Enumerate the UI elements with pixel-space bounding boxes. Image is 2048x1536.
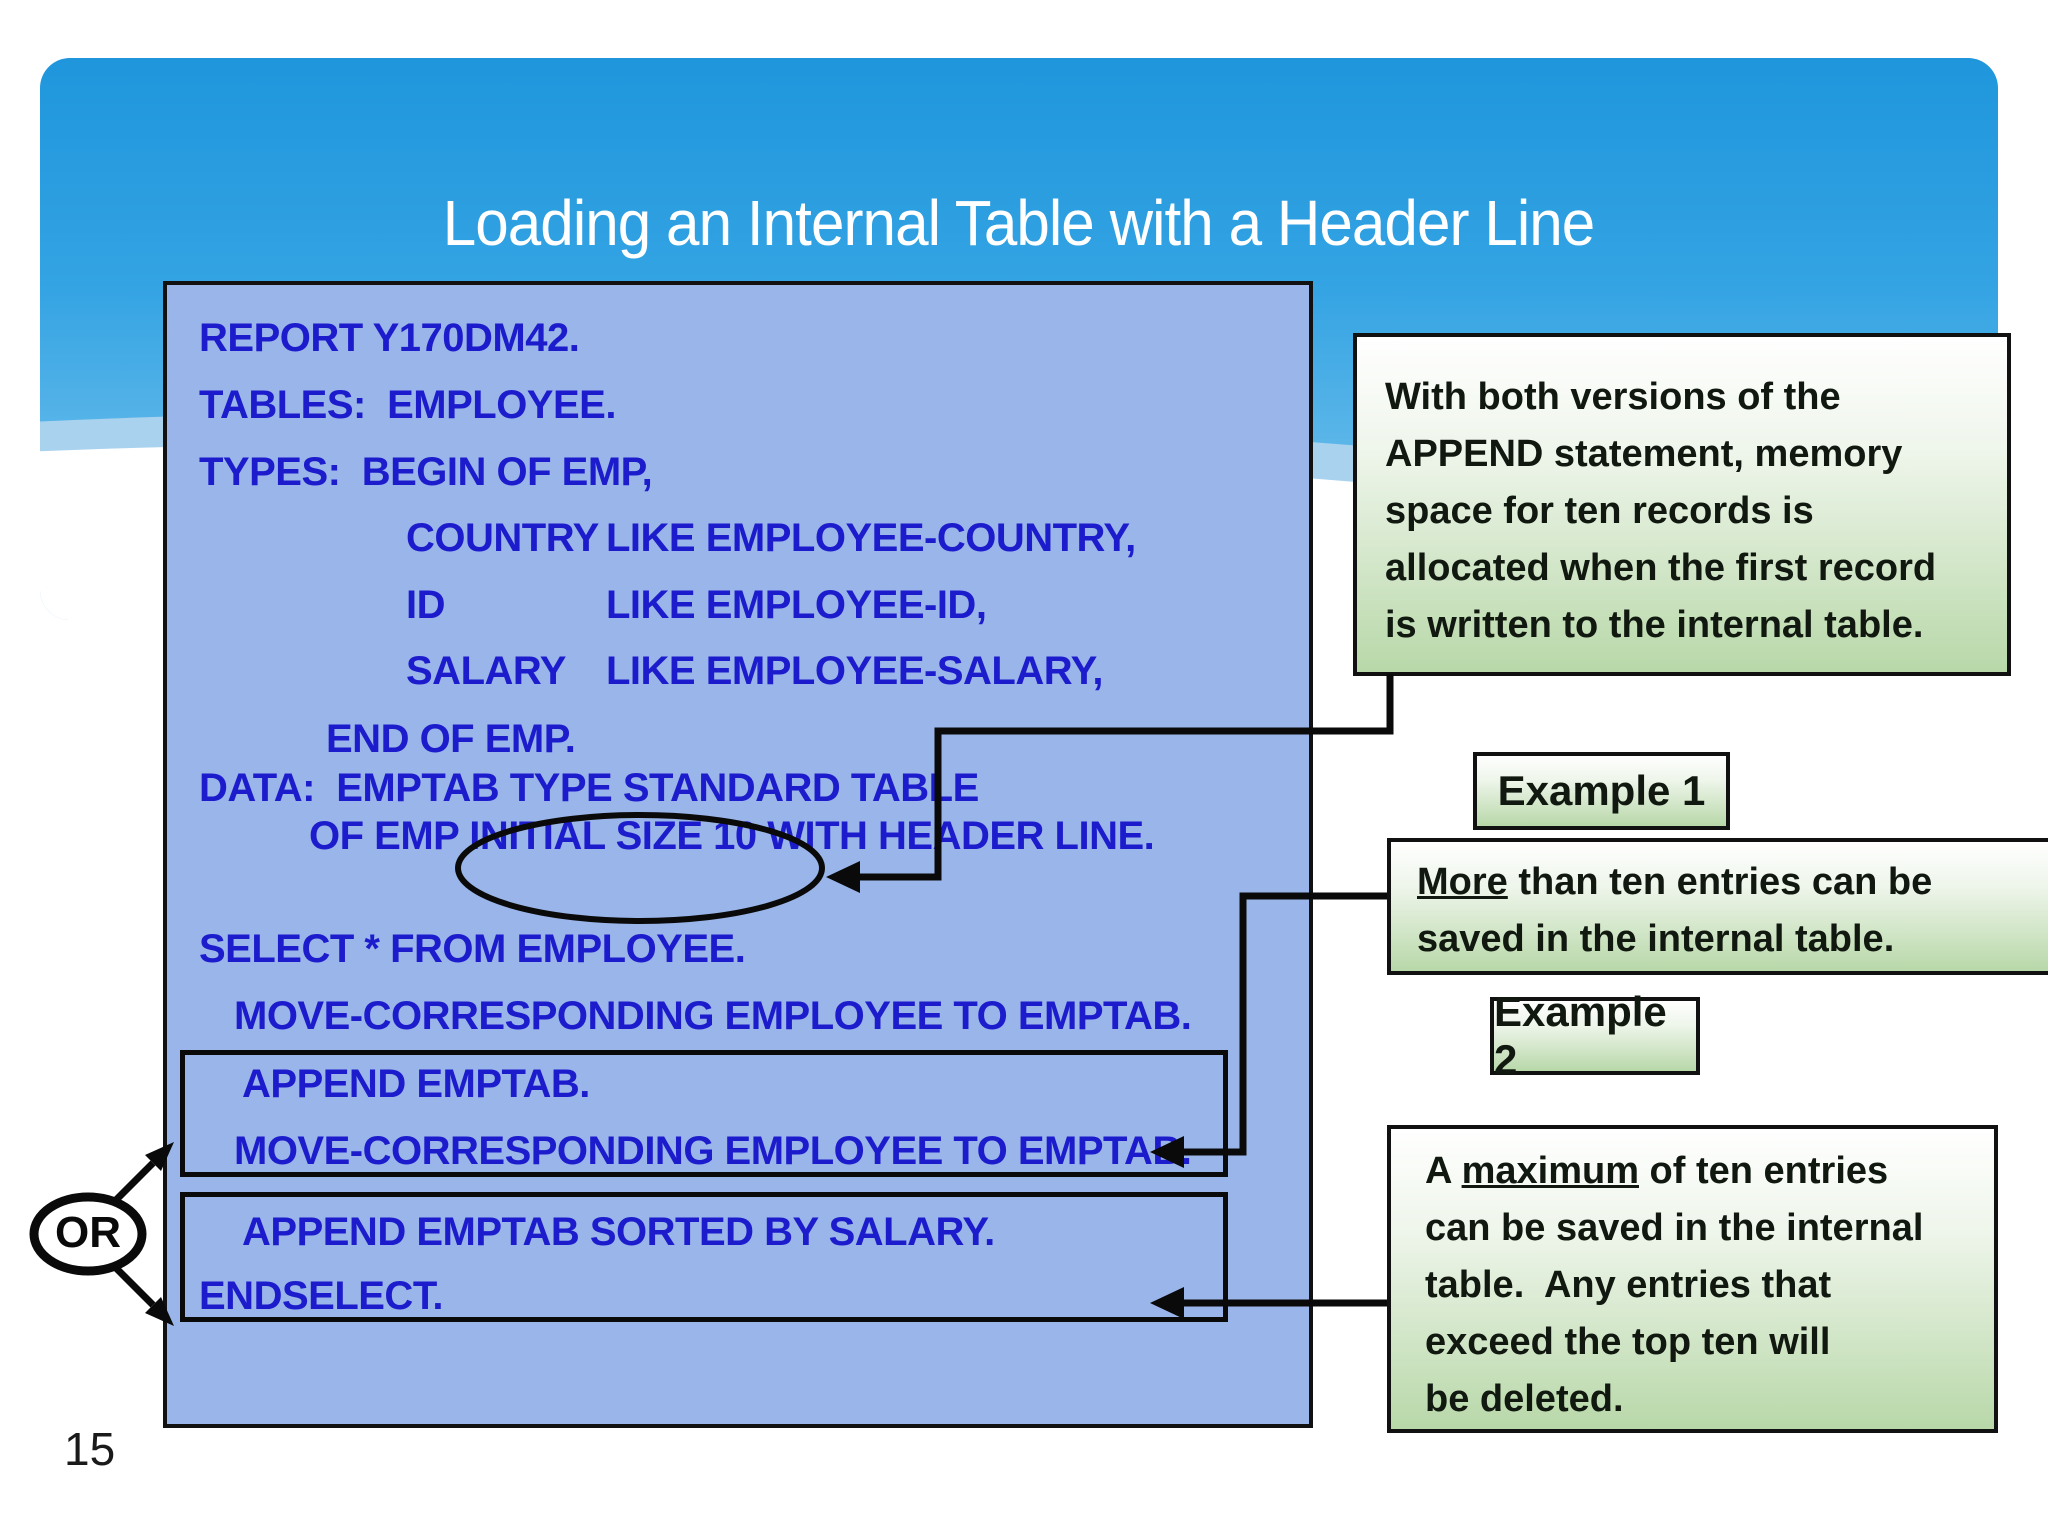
code-line-report: REPORT Y170DM42. [199,316,580,360]
example2-label-box: Example 2 [1490,988,1700,1083]
max-note-callout: A maximum of ten entries can be saved in… [1387,1125,1998,1433]
example2-label: Example 2 [1494,988,1667,1083]
code-line-append-1: APPEND EMPTAB. [242,1062,590,1106]
code-line-append-sorted: APPEND EMPTAB SORTED BY SALARY. [242,1210,995,1254]
max-note-line1-pre: A [1425,1150,1462,1192]
code-field-country: COUNTRY [406,516,599,560]
append-note-line5: is written to the internal table. [1385,604,1924,646]
max-note-line1-rest: of ten entries [1639,1150,1889,1192]
more-note-line1: More than ten entries can be [1417,854,2048,911]
example1-label-box: Example 1 [1473,752,1730,830]
more-note-underlined: More [1417,861,1508,903]
or-arrow-bottom-line [109,1261,156,1308]
code-field-id: ID [406,583,446,627]
more-note-line2: saved in the internal table. [1417,918,1895,960]
code-line-select: SELECT * FROM EMPLOYEE. [199,927,746,971]
page-title: Loading an Internal Table with a Header … [443,187,1595,259]
code-field-salary: SALARY [406,649,566,693]
code-like-salary: LIKE EMPLOYEE-SALARY, [606,649,1103,693]
page-number: 15 [64,1423,116,1475]
max-note-line3: table. Any entries that [1425,1264,1832,1306]
code-line-tables: TABLES: EMPLOYEE. [199,383,616,427]
code-like-id: LIKE EMPLOYEE-ID, [606,583,987,627]
more-note-line1-rest: than ten entries can be [1507,861,1933,903]
max-note-line1: A maximum of ten entries [1425,1143,1994,1200]
or-label: OR [55,1208,121,1257]
code-line-move-1: MOVE-CORRESPONDING EMPLOYEE TO EMPTAB. [234,994,1192,1038]
max-note-line2: can be saved in the internal [1425,1207,1924,1249]
append-note-line3: space for ten records is [1385,490,1814,532]
code-line-types: TYPES: BEGIN OF EMP, [199,450,653,494]
example1-label: Example 1 [1497,767,1706,814]
variant2-highlight-box [180,1192,1228,1322]
code-line-endselect: ENDSELECT. [199,1274,443,1318]
code-like-country: LIKE EMPLOYEE-COUNTRY, [606,516,1136,560]
or-arrow-top-line [109,1160,156,1207]
append-note-line2: APPEND statement, memory [1385,433,1903,475]
code-line-data: DATA: EMPTAB TYPE STANDARD TABLE [199,766,979,810]
max-note-underlined: maximum [1461,1150,1639,1192]
append-note-callout: With both versions of the APPEND stateme… [1353,333,2011,676]
code-line-end-of-emp: END OF EMP. [326,717,576,761]
more-note-callout: More than ten entries can be saved in th… [1387,838,2048,975]
code-line-initial-size: OF EMP INITIAL SIZE 10 WITH HEADER LINE. [309,814,1155,858]
append-note-line4: allocated when the first record [1385,547,1937,589]
max-note-line5: be deleted. [1425,1378,1624,1420]
max-note-line4: exceed the top ten will [1425,1321,1831,1363]
append-note-line1: With both versions of the [1385,376,1841,418]
variant1-highlight-box [180,1050,1228,1177]
